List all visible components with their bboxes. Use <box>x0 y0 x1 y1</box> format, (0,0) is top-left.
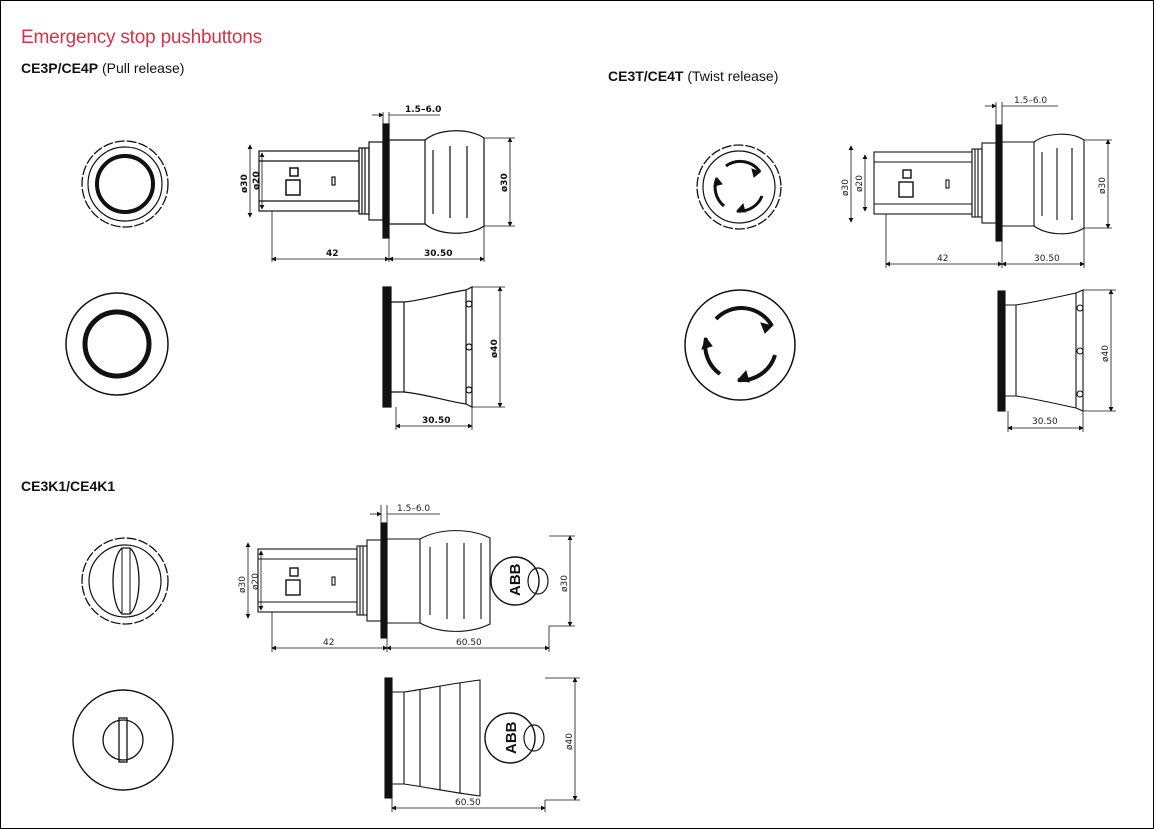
dim-head-diameter: ø30 <box>500 173 510 192</box>
section-note: (Twist release) <box>687 68 779 84</box>
section-model: CE3T/CE4T <box>608 68 684 84</box>
pull-side-view-large <box>382 286 505 430</box>
dim-large-length: 30.50 <box>422 416 450 426</box>
key-front-view-large <box>72 689 174 791</box>
dim-range: 1.5–6.0 <box>405 105 441 115</box>
dim-outer: ø30 <box>240 174 250 193</box>
dim-body-length: 42 <box>937 254 948 264</box>
section-heading-key: CE3K1/CE4K1 <box>21 478 115 494</box>
section-heading-pull: CE3P/CE4P (Pull release) <box>21 60 184 76</box>
dim-large-diameter: ø40 <box>490 339 500 358</box>
section-model: CE3K1/CE4K1 <box>21 478 116 494</box>
dim-outer: ø30 <box>841 179 851 196</box>
pull-front-view-large <box>65 292 169 396</box>
dim-inner: ø20 <box>252 171 262 190</box>
brand-label: ABB <box>507 563 524 596</box>
twist-front-view-small <box>696 144 782 230</box>
dim-large-diameter: ø40 <box>565 733 575 750</box>
dim-head-diameter: ø30 <box>560 575 570 592</box>
dim-inner: ø20 <box>855 175 865 192</box>
brand-label: ABB <box>503 721 520 754</box>
dim-head-diameter: ø30 <box>1098 177 1108 194</box>
dim-inner: ø20 <box>251 573 261 590</box>
dim-head-length: 30.50 <box>1034 254 1060 264</box>
section-heading-twist: CE3T/CE4T (Twist release) <box>608 68 778 84</box>
section-model: CE3P/CE4P <box>21 60 99 76</box>
twist-front-view-large <box>684 289 796 401</box>
dim-body-length: 42 <box>326 249 339 259</box>
dim-large-length: 60.50 <box>455 798 481 808</box>
twist-side-view <box>848 102 1112 268</box>
page-title: Emergency stop pushbuttons <box>21 27 262 48</box>
section-note: (Pull release) <box>101 60 185 76</box>
dim-head-length: 60.50 <box>456 638 482 648</box>
twist-side-view-large <box>997 289 1116 432</box>
key-side-view <box>245 505 575 652</box>
key-front-view-small <box>81 537 169 625</box>
dim-range: 1.5–6.0 <box>397 504 430 514</box>
dim-head-length: 30.50 <box>424 249 452 259</box>
pull-front-view-small <box>81 140 169 228</box>
dim-large-diameter: ø40 <box>1101 345 1111 362</box>
dim-large-length: 30.50 <box>1032 417 1058 427</box>
dim-outer: ø30 <box>238 576 248 593</box>
dim-range: 1.5–6.0 <box>1014 96 1047 106</box>
dim-body-length: 42 <box>323 638 334 648</box>
pull-side-view <box>247 112 515 262</box>
key-side-view-large <box>384 677 580 812</box>
